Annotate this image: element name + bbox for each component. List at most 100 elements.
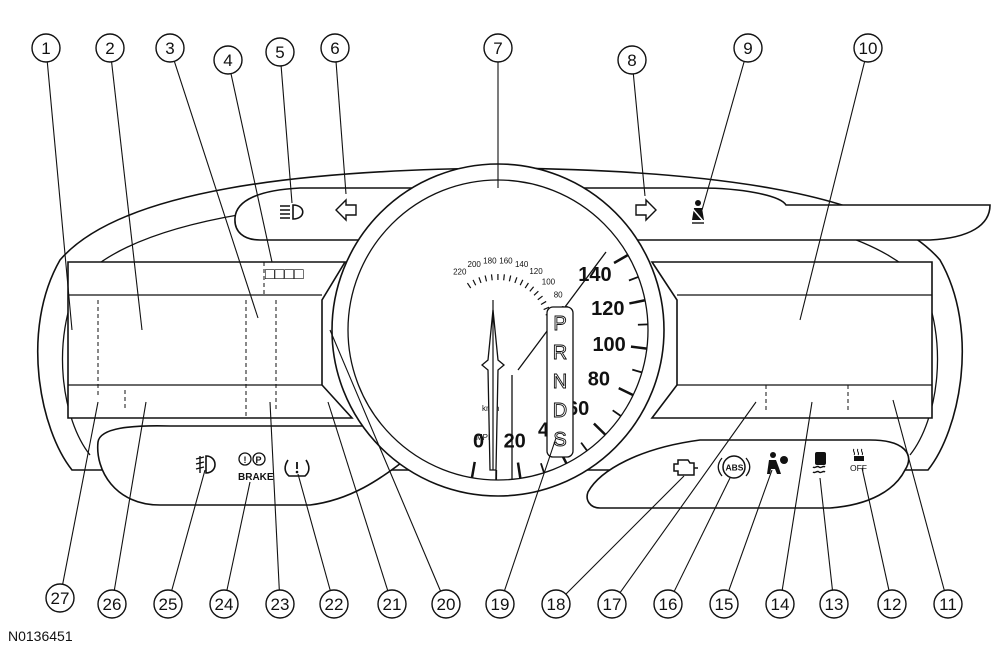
leader-line-18 [565,475,685,595]
callout-number: 5 [275,43,284,62]
callout-24: 24 [209,589,239,619]
leader-line-25 [171,469,206,591]
turn-left-arrow-icon [335,198,357,222]
mph-tick [628,276,639,282]
kmh-tick [524,282,529,289]
callout-number: 23 [271,595,290,614]
mph-tick [612,409,622,417]
kmh-label: 140 [515,260,529,269]
callout-number: 27 [51,589,70,608]
tire-pressure-icon [284,459,310,477]
mph-tick [629,299,646,305]
kmh-label: 120 [529,267,543,276]
callout-9: 9 [733,33,763,63]
off-label: OFF [850,463,867,473]
leader-line-5 [280,65,293,204]
leader-line-22 [297,473,331,591]
figure-id: N0136451 [8,628,73,644]
kmh-label: 80 [554,290,563,299]
right-display-panel [650,261,933,419]
callout-number: 12 [883,595,902,614]
leader-line-24 [226,481,251,591]
callout-number: 7 [493,39,502,58]
svg-text:!: ! [244,455,247,465]
callout-number: 4 [223,51,232,70]
traction-off-icon: OFF [850,448,867,473]
mph-label: 20 [504,431,526,453]
callout-number: 10 [859,39,878,58]
headlamp-high-beam-icon [280,204,304,220]
kmh-label: 160 [499,256,513,265]
callout-18: 18 [541,589,571,619]
airbag-icon [767,452,788,474]
callout-21: 21 [377,589,407,619]
brake-label: BRAKE [238,472,274,483]
callout-23: 23 [265,589,295,619]
mph-tick [630,345,647,350]
callout-number: 18 [547,595,566,614]
callout-19: 19 [485,589,515,619]
leader-line-9 [701,61,745,211]
kmh-label: 220 [453,267,467,276]
kmh-label: 100 [542,277,556,286]
speedometer-needle [480,300,506,471]
mph-tick [613,253,629,265]
odometer-boxes: □□□□ [265,266,304,283]
mph-label: 100 [592,334,625,356]
callout-number: 16 [659,595,678,614]
leader-line-16 [673,477,731,592]
leader-line-27 [62,401,99,585]
gear-letter-s: S [553,429,566,451]
mph-tick [580,442,588,452]
leader-line-4 [230,73,273,263]
callout-14: 14 [765,589,795,619]
callout-number: 8 [627,51,636,70]
callout-number: 25 [159,595,178,614]
callout-16: 16 [653,589,683,619]
mph-tick [516,462,522,479]
mph-label: 120 [591,298,624,320]
leader-line-3 [173,61,259,319]
callout-15: 15 [709,589,739,619]
kmh-tick [503,274,505,281]
turn-right-arrow-icon [635,198,657,222]
callout-number: 1 [41,39,50,58]
callout-number: 14 [771,595,790,614]
left-display-panel [67,261,354,419]
leader-line-14 [781,401,813,591]
gear-letter-r: R [553,342,567,364]
gear-letter-d: D [553,400,567,422]
leader-line-21 [327,401,389,591]
callout-26: 26 [97,589,127,619]
callout-17: 17 [597,589,627,619]
callout-6: 6 [320,33,350,63]
leader-line-10 [799,61,866,321]
fog-lamp-icon [195,455,216,474]
mph-tick [618,387,634,397]
kmh-tick [529,286,535,292]
callout-2: 2 [95,33,125,63]
callout-number: 6 [330,39,339,58]
mph-tick [470,461,476,478]
leader-line-13 [819,477,834,591]
leader-line-8 [632,73,646,197]
mph-unit: MPH [476,433,494,442]
callout-12: 12 [877,589,907,619]
kmh-tick [543,306,550,311]
kmh-tick [540,300,547,306]
callout-number: 21 [383,595,402,614]
leader-line-2 [111,61,143,331]
callout-27: 27 [45,583,75,613]
mph-tick [632,368,643,374]
callout-number: 19 [491,595,510,614]
gear-indicator-panel [546,306,574,458]
kmh-tick [537,295,543,301]
callout-number: 26 [103,595,122,614]
callout-3: 3 [155,33,185,63]
kmh-tick [519,279,524,286]
callout-4: 4 [213,45,243,75]
gear-letter-p: P [553,313,566,335]
callout-11: 11 [933,589,963,619]
